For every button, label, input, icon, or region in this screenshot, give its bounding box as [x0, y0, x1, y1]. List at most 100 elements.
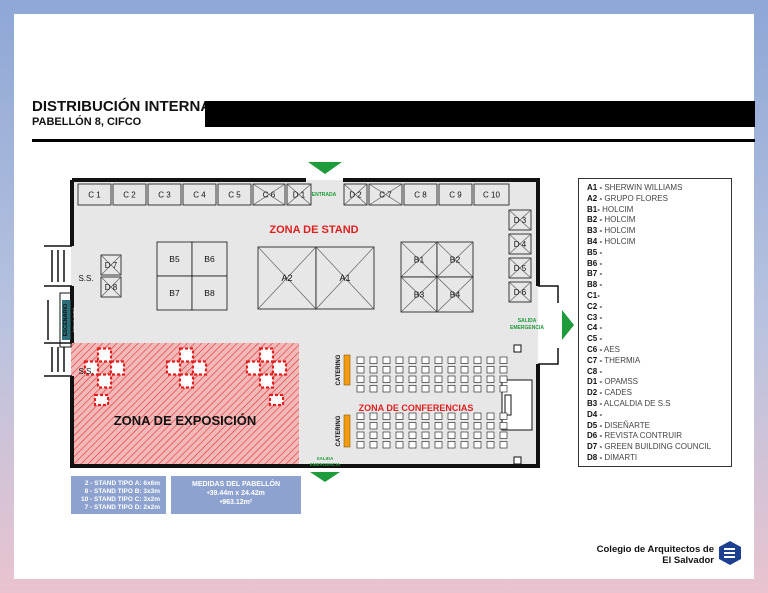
page-subtitle: PABELLÓN 8, CIFCO [32, 116, 142, 128]
expo-stand [178, 347, 195, 363]
stand-d1-label: D 1 [293, 191, 306, 200]
legend-row: C6 - AES [587, 345, 731, 356]
legend-code: B3 - [587, 398, 603, 408]
stand-b6-label: B6 [204, 254, 215, 264]
chair [421, 441, 430, 449]
stand-d2: D 2 [343, 183, 368, 206]
legend-name: SHERWIN WILLIAMS [602, 183, 683, 192]
legend-name: THERMIA [602, 355, 641, 365]
chair [460, 412, 469, 420]
stand-c5-label: C 5 [228, 191, 241, 200]
org-line-2: El Salvador [662, 555, 714, 566]
chair [421, 366, 430, 374]
legend-code: B7 - [587, 269, 603, 279]
chair [460, 422, 469, 430]
expo-stands [83, 347, 288, 407]
measures-area: •963.12m² [219, 499, 253, 506]
stand-type-b: 8 - STAND TIPO B: 3x3m [84, 488, 160, 495]
expo-stand [96, 373, 113, 389]
stand-b8-label: B8 [204, 288, 215, 298]
chair [473, 431, 482, 439]
stand-d4: D 4 [508, 233, 532, 255]
catering-label-2: CATERING [336, 415, 342, 446]
chair [408, 441, 417, 449]
hall-walls [70, 178, 540, 468]
stand-c1: C 1 [77, 183, 112, 206]
chair [434, 385, 443, 393]
stage-label: ESCENARIO [63, 303, 69, 336]
legend-row: B8 - [587, 280, 731, 291]
chair [460, 431, 469, 439]
chair [434, 412, 443, 420]
chair [395, 422, 404, 430]
expo-stand [258, 347, 275, 363]
measures-title: MEDIDAS DEL PABELLÓN [191, 481, 281, 488]
chair [395, 366, 404, 374]
legend-code: B6 - [587, 258, 603, 268]
chair [499, 431, 508, 439]
stand-c5: C 5 [217, 183, 252, 206]
legend-row: C1- [587, 291, 731, 302]
chair [421, 385, 430, 393]
legend-code: C2 - [587, 301, 603, 311]
legend-name: CADES [602, 388, 632, 398]
a-stands: A2 A1 [257, 246, 375, 310]
chair [421, 375, 430, 383]
chair [486, 441, 495, 449]
expo-stand [268, 393, 285, 407]
legend-name: GRUPO FLORES [602, 193, 668, 203]
expo-stand [83, 360, 100, 376]
stand-c9-label: C 9 [449, 191, 462, 200]
legend-code: D2 - [587, 388, 603, 398]
legend-name: REVISTA CONTRUIR [602, 431, 682, 441]
chair [408, 431, 417, 439]
chair [447, 385, 456, 393]
stand-type-c: 10 - STAND TIPO C: 3x2m [81, 496, 160, 503]
expo-stand [93, 393, 110, 407]
chair [473, 385, 482, 393]
stand-b3: B3 [400, 276, 438, 313]
legend-row: D7 - GREEN BUILDING COUNCIL [587, 442, 731, 453]
chair [447, 431, 456, 439]
stand-d3: D 3 [508, 209, 532, 231]
legend-row: B3 - ALCALDIA DE S.S [587, 399, 731, 410]
chair [460, 366, 469, 374]
right-exit [538, 285, 559, 365]
expo-stand [271, 360, 288, 376]
chair [460, 356, 469, 364]
legend-row: C4 - [587, 323, 731, 334]
zone-stand-label: ZONA DE STAND [269, 224, 358, 236]
stand-a1-label: A1 [339, 273, 350, 283]
chair [447, 441, 456, 449]
legend-row: C8 - [587, 367, 731, 378]
expo-stand [165, 360, 182, 376]
chair [499, 422, 508, 430]
stand-c7-label: C 7 [379, 191, 392, 200]
stand-a2-label: A2 [281, 273, 292, 283]
chair [434, 375, 443, 383]
expo-stand [96, 347, 113, 363]
chair [473, 366, 482, 374]
legend-row: A2 - GRUPO FLORES [587, 194, 731, 205]
chair [356, 441, 365, 449]
stand-c3-label: C 3 [158, 191, 171, 200]
legend-name: AES [602, 344, 620, 354]
legend-row: D6 - REVISTA CONTRUIR [587, 431, 731, 442]
stand-d6: D 6 [508, 281, 532, 303]
chair [473, 412, 482, 420]
exit-arrow-right [562, 310, 574, 340]
chair [369, 422, 378, 430]
zone-expo-label: ZONA DE EXPOSICIÓN [114, 413, 257, 428]
chair [460, 441, 469, 449]
chair [434, 356, 443, 364]
stand-d8-label: D 8 [105, 283, 118, 292]
stand-d7: D 7 [100, 254, 122, 276]
chair [369, 385, 378, 393]
exit-label-bottom-1: SALIDA [317, 456, 335, 461]
chair [395, 356, 404, 364]
stand-b2: B2 [436, 241, 474, 278]
legend-name: HOLCIM [602, 226, 636, 236]
stand-c8-label: C 8 [414, 191, 427, 200]
chair [447, 422, 456, 430]
